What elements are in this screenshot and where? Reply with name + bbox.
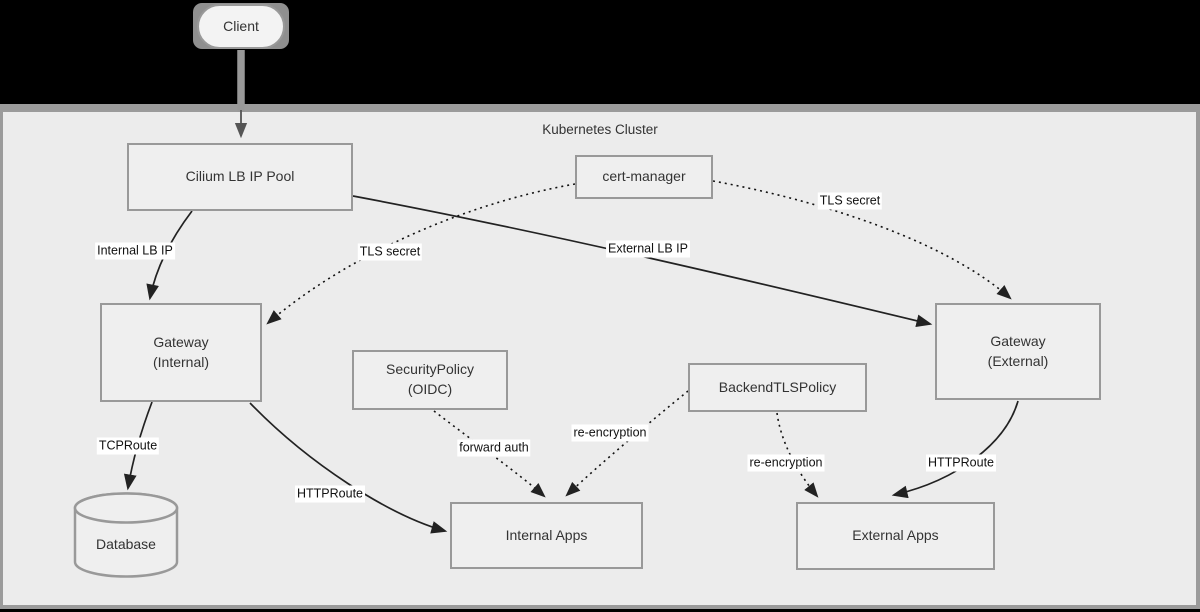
node-security-policy-line2: (OIDC) [407,381,453,397]
node-cilium-lb-ip-pool: Cilium LB IP Pool [127,143,353,211]
node-security-policy-line1: SecurityPolicy [386,361,474,378]
edge-label-httproute-external: HTTPRoute [926,454,996,472]
edge-label-tls-secret-external: TLS secret [817,192,883,210]
node-backend-tls-policy: BackendTLSPolicy [688,363,867,412]
node-gateway-internal-line1: Gateway [153,333,209,350]
node-security-policy: SecurityPolicy (OIDC) [352,350,508,410]
edge-label-httproute-internal: HTTPRoute [295,485,365,503]
node-gateway-internal: Gateway (Internal) [100,303,262,402]
node-gateway-external: Gateway (External) [935,303,1101,400]
edge-label-tcproute: TCPRoute [96,437,160,455]
edge-label-forward-auth: forward auth [457,439,531,457]
cluster-title: Kubernetes Cluster [542,122,658,137]
node-external-apps-label: External Apps [852,527,939,544]
node-client: Client [197,4,285,49]
node-cilium-label: Cilium LB IP Pool [185,168,295,185]
node-client-label: Client [223,17,259,34]
edge-label-tls-secret-internal: TLS secret [357,243,423,261]
edge-label-re-encryption-external: re-encryption [747,454,825,472]
node-cert-manager-label: cert-manager [602,168,686,185]
node-gateway-internal-line2: (Internal) [152,353,210,370]
node-gateway-external-line1: Gateway [990,332,1046,349]
node-internal-apps-label: Internal Apps [505,526,588,543]
edge-label-re-encryption-internal: re-encryption [571,424,649,442]
node-external-apps: External Apps [796,502,995,570]
edge-label-internal-lb-ip: Internal LB IP [95,242,175,260]
node-backend-tls-policy-label: BackendTLSPolicy [718,378,837,395]
node-internal-apps: Internal Apps [450,502,643,569]
node-cert-manager: cert-manager [575,155,713,199]
node-database-label: Database [96,536,156,552]
edge-label-external-lb-ip: External LB IP [606,240,690,258]
node-gateway-external-line2: (External) [987,352,1049,369]
